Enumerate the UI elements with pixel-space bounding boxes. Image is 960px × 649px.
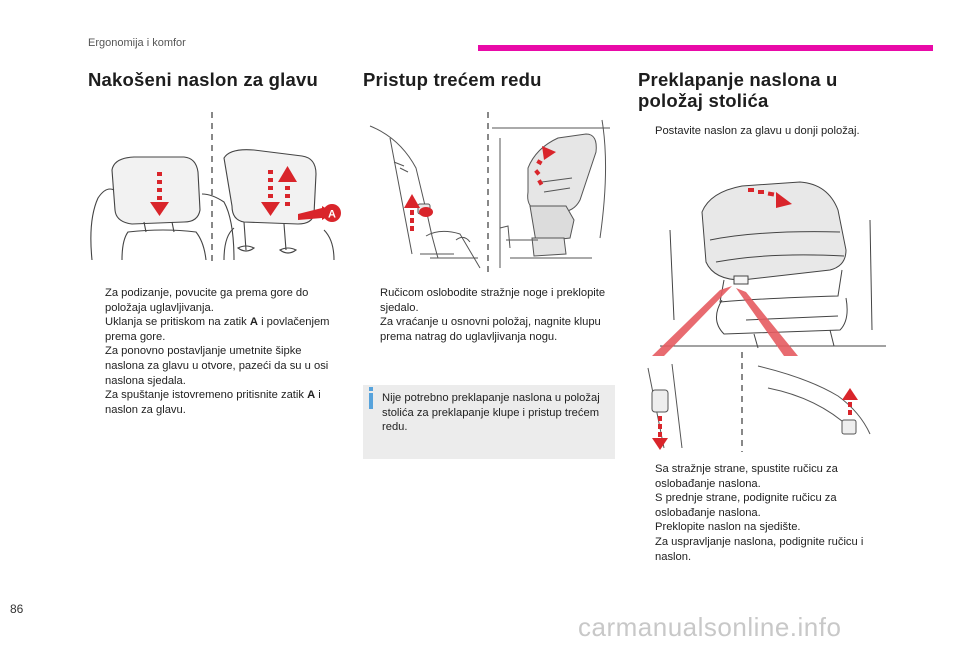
list-item: Preklopite naslon na sjedište. [655, 521, 801, 534]
seat-fold-illustration [652, 181, 886, 356]
list-item: S prednje strane, podignite ručicu za os… [655, 492, 837, 519]
list-item: Sa stražnje strane, spustite ručicu za o… [655, 463, 838, 490]
col1-instruction-list: Za podizanje, povucite ga prema gore do … [88, 286, 343, 417]
release-lever-illustration [647, 363, 871, 450]
divider-line [741, 352, 743, 452]
third-row-access-illustration [369, 112, 610, 274]
headrest-illustration: A [90, 112, 341, 263]
watermark: carmanualsonline.info [578, 612, 842, 642]
col3-heading-line2: položaj stolića [638, 90, 769, 111]
list-item: Za podizanje, povucite ga prema gore do … [105, 287, 309, 314]
info-note: Nije potrebno preklapanje naslona u polo… [363, 385, 615, 459]
info-icon [369, 387, 373, 409]
list-item: Za ponovno postavljanje umetnite šipke n… [105, 345, 329, 387]
list-item: Ručicom oslobodite stražnje noge i prekl… [380, 287, 606, 314]
list-item: Za vraćanje u osnovni položaj, nagnite k… [380, 316, 601, 343]
col3-intro-list: Postavite naslon za glavu u donji položa… [638, 124, 898, 139]
col1-heading: Nakošeni naslon za glavu [88, 69, 318, 90]
col3-heading-line1: Preklapanje naslona u [638, 69, 838, 90]
page-number: 86 [10, 602, 24, 616]
col3-instruction-list: Sa stražnje strane, spustite ručicu za o… [638, 462, 900, 564]
col2-instruction-list: Ručicom oslobodite stražnje noge i prekl… [363, 286, 615, 344]
list-item: Za uspravljanje naslona, podignite ručic… [655, 535, 864, 563]
section-accent-bar [478, 45, 933, 51]
list-item: Za spuštanje istovremeno pritisnite zati… [105, 389, 321, 416]
list-item: Postavite naslon za glavu u donji položa… [655, 125, 860, 137]
callout-a-label: A [328, 209, 336, 221]
info-note-text: Nije potrebno preklapanje naslona u polo… [382, 392, 600, 434]
col2-heading: Pristup trećem redu [363, 69, 542, 90]
section-title: Ergonomija i komfor [88, 37, 186, 49]
list-item: Uklanja se pritiskom na zatik A i povlač… [105, 316, 330, 343]
col3-heading: Preklapanje naslona u položaj stolića [638, 69, 898, 111]
